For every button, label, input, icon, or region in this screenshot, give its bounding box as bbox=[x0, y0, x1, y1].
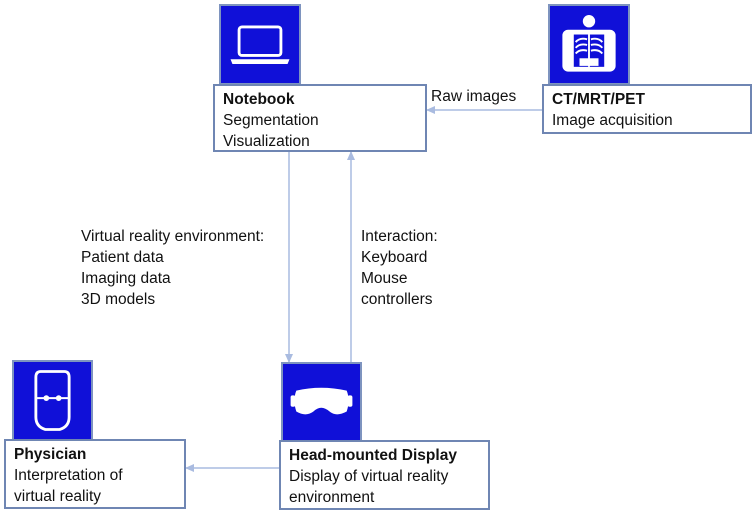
vr-environment-line: Virtual reality environment: bbox=[81, 228, 265, 245]
interaction-line: Interaction: bbox=[361, 228, 438, 245]
vr-environment-line: Imaging data bbox=[81, 270, 171, 287]
interaction-line: controllers bbox=[361, 291, 433, 308]
xray-patient-icon bbox=[562, 15, 616, 72]
interaction-label: Interaction: Keyboard Mouse controllers bbox=[361, 226, 438, 310]
raw-images-label: Raw images bbox=[431, 88, 517, 105]
hmd-node: Head-mounted Display Display of virtual … bbox=[279, 440, 490, 510]
interaction-line: Keyboard bbox=[361, 249, 428, 266]
physician-line: virtual reality bbox=[14, 488, 101, 505]
vr-environment-line: Patient data bbox=[81, 249, 164, 266]
vr-environment-line: 3D models bbox=[81, 291, 156, 308]
scanner-title: CT/MRT/PET bbox=[552, 91, 645, 108]
notebook-node: Notebook Segmentation Visualization bbox=[213, 84, 427, 152]
notebook-line: Segmentation bbox=[223, 112, 319, 129]
notebook-line: Visualization bbox=[223, 133, 310, 150]
physician-line: Interpretation of bbox=[14, 467, 123, 484]
scanner-line: Image acquisition bbox=[552, 112, 673, 129]
scanner-icon-tile bbox=[548, 4, 630, 85]
hmd-line: Display of virtual reality bbox=[289, 468, 449, 485]
vr-environment-label: Virtual reality environment: Patient dat… bbox=[81, 226, 264, 310]
vr-headset-icon bbox=[290, 387, 353, 415]
hmd-title: Head-mounted Display bbox=[289, 447, 457, 464]
interaction-line: Mouse bbox=[361, 270, 408, 287]
hmd-line: environment bbox=[289, 489, 375, 506]
physician-node: Physician Interpretation of virtual real… bbox=[4, 439, 186, 509]
notebook-icon-tile bbox=[219, 4, 301, 85]
physician-face-icon bbox=[34, 370, 71, 431]
scanner-node: CT/MRT/PET Image acquisition bbox=[542, 84, 752, 134]
physician-icon-tile bbox=[12, 360, 93, 441]
hmd-icon-tile bbox=[281, 362, 362, 443]
physician-title: Physician bbox=[14, 446, 87, 463]
notebook-title: Notebook bbox=[223, 91, 295, 108]
laptop-icon bbox=[230, 25, 290, 64]
